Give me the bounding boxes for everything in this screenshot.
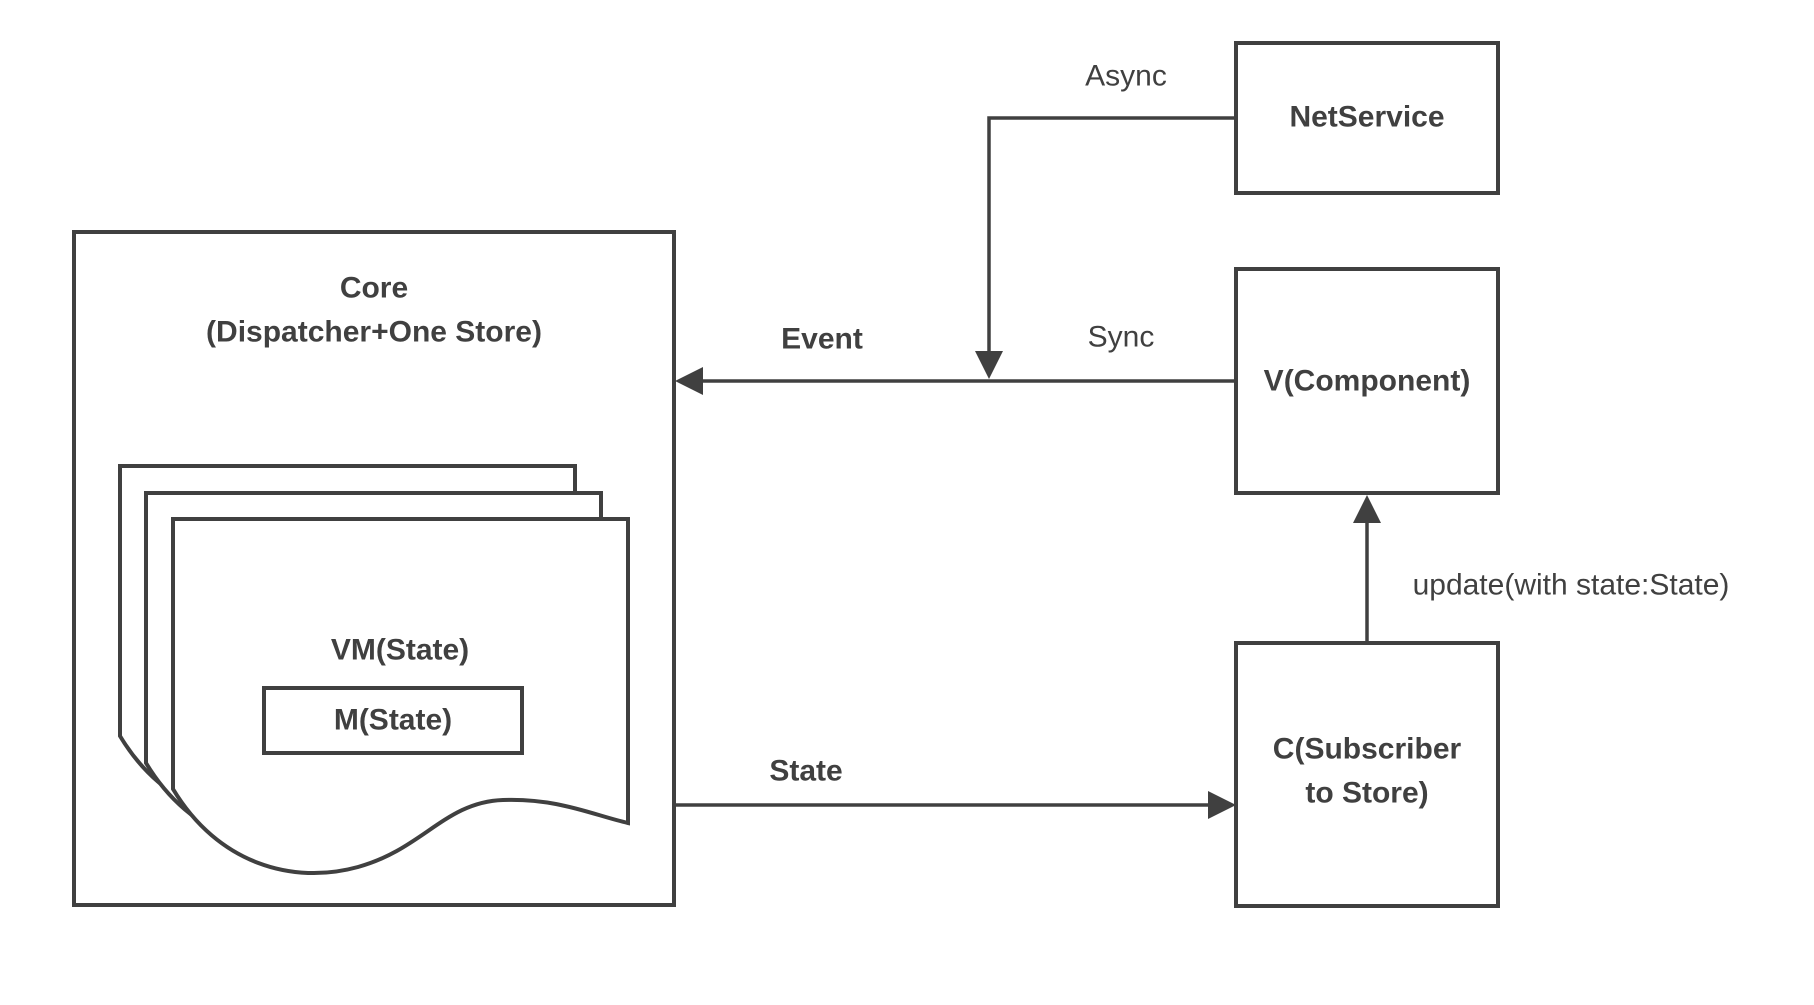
netservice-box — [1234, 41, 1500, 195]
arrowhead-up-icon — [1353, 495, 1381, 523]
state-arrow — [674, 791, 1236, 819]
state-edge-label: State — [769, 754, 843, 788]
update-edge-label: update(with state:State) — [1412, 568, 1730, 602]
v-component-box — [1234, 267, 1500, 495]
update-arrow — [1353, 495, 1381, 643]
core-title: Core (Dispatcher+One Store) — [206, 267, 542, 354]
m-state-label: M(State) — [333, 703, 453, 737]
c-subscriber-label: C(Subscriber to Store) — [1273, 728, 1461, 815]
core-title-line2: (Dispatcher+One Store) — [206, 315, 542, 348]
async-edge-label: Async — [1085, 59, 1167, 93]
event-sync-arrow — [675, 367, 1236, 395]
v-component-label: V(Component) — [1263, 364, 1471, 398]
arrowhead-right-icon — [1208, 791, 1236, 819]
m-state-box — [262, 686, 524, 755]
arrowhead-left-icon — [675, 367, 703, 395]
sync-edge-label: Sync — [1087, 320, 1155, 354]
async-arrow — [975, 116, 1236, 379]
netservice-label: NetService — [1289, 100, 1445, 134]
c-subscriber-label-line2: to Store) — [1305, 776, 1429, 809]
event-edge-label: Event — [781, 322, 863, 356]
c-subscriber-box — [1234, 641, 1500, 908]
core-title-line1: Core — [339, 271, 409, 305]
c-subscriber-label-line1: C(Subscriber — [1272, 732, 1462, 766]
arrowhead-down-icon — [975, 351, 1003, 379]
vm-state-label: VM(State) — [330, 633, 470, 667]
